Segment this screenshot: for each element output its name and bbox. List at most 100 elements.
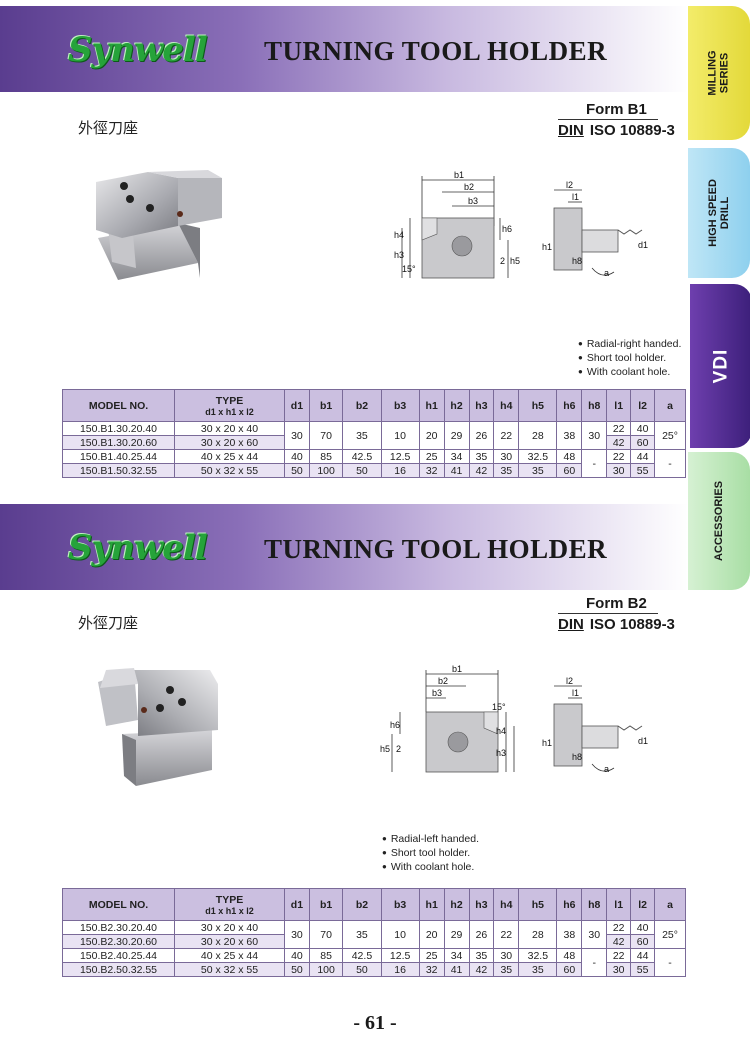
tab-vdi[interactable]: VDI — [690, 284, 750, 448]
drawing-label-d1: d1 — [638, 736, 648, 746]
col-header: a — [654, 888, 686, 921]
drawing-label-l1: l1 — [572, 192, 579, 202]
cell-l1: 22 — [606, 421, 632, 436]
iso-label: ISO 10889-3 — [589, 122, 675, 139]
cell-model: 150.B1.50.32.55 — [62, 463, 175, 478]
cell-h5: 35 — [518, 463, 558, 478]
cell-h3: 35 — [468, 948, 495, 963]
col-header: h4 — [493, 389, 520, 422]
col-header: h1 — [418, 888, 445, 921]
cell-h6: 38 — [556, 421, 583, 450]
iso-label: ISO 10889-3 — [589, 616, 675, 633]
cell-h6: 60 — [556, 463, 583, 478]
tab-accessories[interactable]: ACCESSORIES — [688, 452, 750, 590]
drawing-label-h3: h3 — [394, 250, 404, 260]
cell-h1: 25 — [418, 948, 445, 963]
cell-b1: 70 — [308, 920, 344, 949]
cell-d1: 40 — [284, 948, 310, 963]
drawing-label-h6: h6 — [390, 720, 400, 730]
drawing-label-b1: b1 — [452, 664, 462, 674]
cell-b2: 50 — [342, 962, 382, 977]
cell-h3: 26 — [468, 920, 495, 949]
cell-b3: 16 — [380, 962, 420, 977]
cell-h3: 42 — [468, 962, 495, 977]
cell-a: - — [654, 948, 686, 977]
cell-a: 25° — [654, 920, 686, 949]
cell-h2: 34 — [443, 449, 470, 464]
cell-h1: 25 — [418, 449, 445, 464]
col-header: l2 — [630, 888, 656, 921]
drawing-label-b3: b3 — [468, 196, 478, 206]
cell-h5: 32.5 — [518, 948, 558, 963]
cell-h2: 41 — [443, 962, 470, 977]
cell-b2: 42.5 — [342, 449, 382, 464]
drawing-label-h6: h6 — [502, 224, 512, 234]
tab-high-speed-drill[interactable]: HIGH SPEED DRILL — [688, 148, 750, 278]
cell-d1: 40 — [284, 449, 310, 464]
cell-model: 150.B2.40.25.44 — [62, 948, 175, 963]
cell-l1: 22 — [606, 449, 632, 464]
din-label: DIN — [558, 122, 584, 139]
drawing-label-b2: b2 — [464, 182, 474, 192]
cell-l1: 42 — [606, 435, 632, 450]
cell-h6: 48 — [556, 449, 583, 464]
col-header: a — [654, 389, 686, 422]
cell-h8: - — [581, 948, 608, 977]
col-header: h6 — [556, 389, 583, 422]
note-item: With coolant hole. — [382, 860, 479, 874]
cell-l1: 30 — [606, 463, 632, 478]
table-row: 150.B2.50.32.55 50 x 32 x 55 50 100 50 1… — [62, 962, 686, 977]
tool-holder-photo — [96, 170, 222, 280]
section-banner: Synwell TURNING TOOL HOLDER — [0, 504, 688, 590]
drawing-label-h1: h1 — [542, 738, 552, 748]
cell-h6: 48 — [556, 948, 583, 963]
table-row: 150.B1.50.32.55 50 x 32 x 55 50 100 50 1… — [62, 463, 686, 478]
table-row: 150.B2.40.25.44 40 x 25 x 44 40 85 42.5 … — [62, 948, 686, 977]
col-header: h8 — [581, 389, 608, 422]
drawing-label-b1: b1 — [454, 170, 464, 180]
col-header-model: MODEL NO. — [62, 888, 175, 921]
feature-notes: Radial-right handed. Short tool holder. … — [578, 337, 682, 379]
cell-model: 150.B2.30.20.60 — [62, 934, 175, 949]
cell-b2: 35 — [342, 920, 382, 949]
cell-h5: 28 — [518, 920, 558, 949]
cell-l2: 60 — [630, 934, 656, 949]
cell-l1: 22 — [606, 948, 632, 963]
drawing-label-l2: l2 — [566, 676, 573, 686]
cell-b1: 70 — [308, 421, 344, 450]
cell-h4: 22 — [493, 421, 520, 450]
cell-l2: 44 — [630, 948, 656, 963]
section-banner: Synwell TURNING TOOL HOLDER — [0, 6, 688, 92]
cell-model: 150.B1.30.20.40 — [62, 421, 175, 436]
cell-l1: 42 — [606, 934, 632, 949]
drawing-label-d1: d1 — [638, 240, 648, 250]
table-row: 150.B2.30.20.40 30 x 20 x 40 30 70 35 10… — [62, 920, 686, 949]
note-item: Short tool holder. — [382, 846, 479, 860]
col-header: h3 — [468, 888, 495, 921]
technical-drawing: b1 b2 b3 h6 h5 2 h4 h3 15° l2 l1 h1 h8 d… — [380, 664, 648, 774]
drawing-label-a: a — [604, 764, 609, 774]
cell-type: 30 x 20 x 60 — [174, 934, 285, 949]
brand-logo: Synwell — [68, 30, 208, 70]
cell-type: 30 x 20 x 40 — [174, 920, 285, 935]
note-item: Radial-right handed. — [578, 337, 682, 351]
tab-milling-label: MILLING SERIES — [707, 50, 731, 96]
cell-b3: 16 — [380, 463, 420, 478]
drawing-label-b3: b3 — [432, 688, 442, 698]
cell-l2: 40 — [630, 920, 656, 935]
form-divider — [558, 119, 658, 120]
drawing-label-h8: h8 — [572, 752, 582, 762]
table-row: 150.B1.40.25.44 40 x 25 x 44 40 85 42.5 … — [62, 449, 686, 478]
col-header: l1 — [606, 888, 632, 921]
cell-b3: 10 — [380, 421, 420, 450]
cell-h3: 35 — [468, 449, 495, 464]
section-title: TURNING TOOL HOLDER — [264, 36, 608, 66]
col-header: h5 — [518, 888, 558, 921]
cell-model: 150.B1.40.25.44 — [62, 449, 175, 464]
cell-b1: 85 — [308, 449, 344, 464]
tab-milling-series[interactable]: MILLING SERIES — [688, 6, 750, 140]
col-header: b1 — [308, 389, 344, 422]
